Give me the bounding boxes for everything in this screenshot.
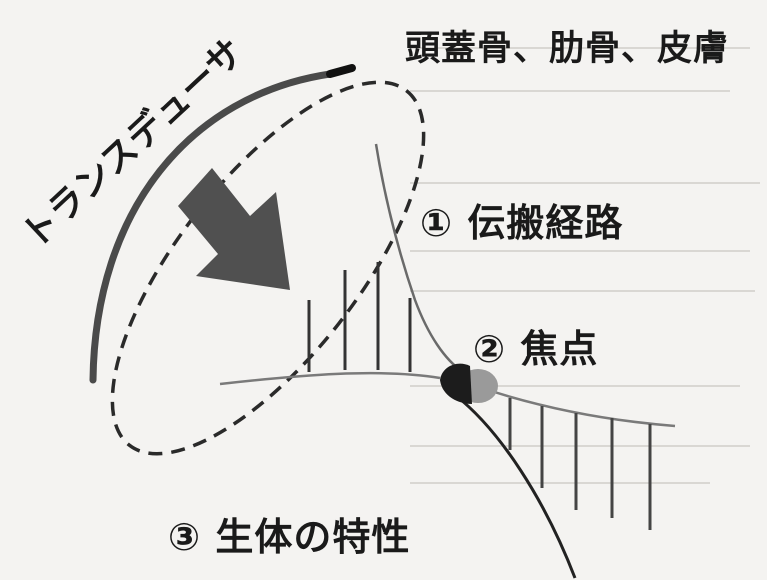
background-text-line: [410, 445, 750, 447]
background-text-line: [410, 250, 750, 252]
right-beam-curve: [469, 382, 676, 428]
background-text-line: [410, 47, 750, 49]
background-text-line: [410, 90, 730, 92]
background-text-line: [410, 290, 755, 292]
transducer-tip: [326, 64, 356, 78]
propagation-path-label: ① 伝搬経路: [420, 201, 624, 245]
attenuation-curve: [454, 393, 577, 579]
upper-beam-curve: [374, 143, 464, 374]
background-text-line: [410, 385, 740, 387]
focus-black-spot: [440, 363, 472, 404]
focus-label: ② 焦点: [473, 327, 599, 371]
obstacle-title: 頭蓋骨、肋骨、皮膚: [405, 29, 730, 69]
propagation-arrow-icon: [178, 168, 290, 290]
background-text-line: [410, 482, 710, 484]
tissue-property-label: ③ 生体の特性: [168, 515, 411, 559]
transducer-arc: [89, 70, 334, 384]
beam-dashed-ellipse: [110, 80, 426, 456]
background-text-line: [410, 182, 760, 184]
lower-beam-curve: [219, 371, 441, 386]
